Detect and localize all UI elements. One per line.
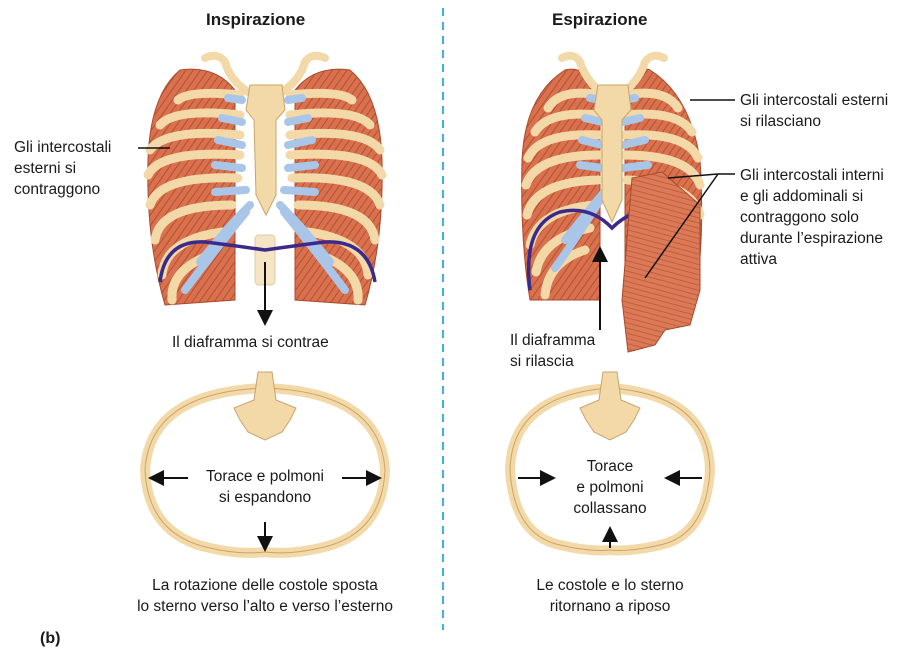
label-internal-intercostals: Gli intercostali interni e gli addominal…: [740, 165, 884, 270]
ribcage-expiration: [522, 56, 702, 352]
panel-letter: (b): [40, 630, 60, 648]
title-expiration: Espirazione: [552, 10, 647, 30]
label-external-intercostals-contract: Gli intercostali esterni si contraggono: [14, 137, 111, 200]
vertebra-expiration: [580, 372, 640, 440]
sternum: [246, 85, 285, 215]
vertebra-inspiration: [234, 372, 296, 440]
caption-expiration: Le costole e lo sterno ritornano a ripos…: [510, 575, 710, 617]
abdominal-muscles: [622, 172, 700, 352]
label-thorax-collapses: Torace e polmoni collassano: [550, 456, 670, 519]
label-external-intercostals-relax: Gli intercostali esterni si rilasciano: [740, 90, 888, 132]
label-thorax-expands: Torace e polmoni si espandono: [190, 466, 340, 508]
label-diaphragm-contracts: Il diaframma si contrae: [172, 332, 329, 353]
label-diaphragm-relaxes: Il diaframma si rilascia: [510, 330, 595, 372]
title-inspiration: Inspirazione: [206, 10, 305, 30]
caption-inspiration: La rotazione delle costole sposta lo ste…: [100, 575, 430, 617]
